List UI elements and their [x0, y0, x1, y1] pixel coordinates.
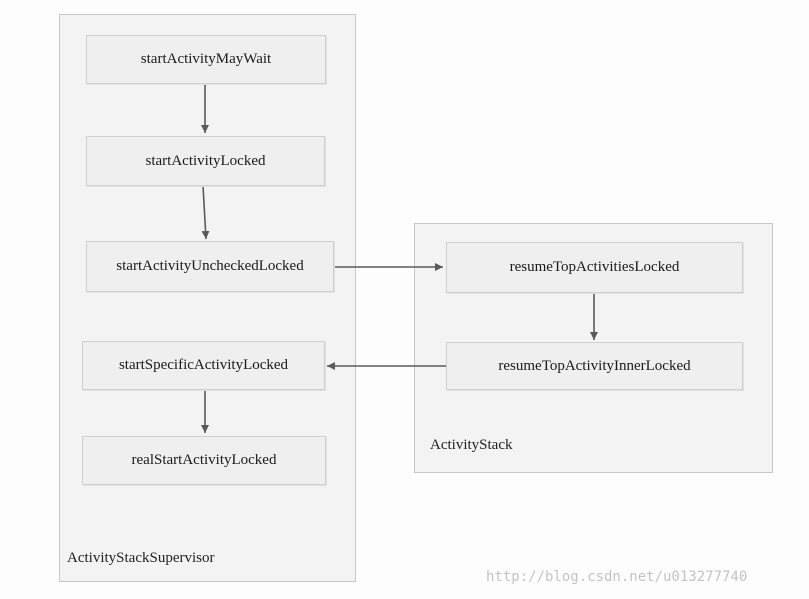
node-start-activity-unchecked-locked: startActivityUncheckedLocked: [86, 241, 334, 292]
watermark-url: http://blog.csdn.net/u013277740: [486, 569, 748, 585]
node-start-activity-locked: startActivityLocked: [86, 136, 325, 186]
node-resume-top-activity-inner-locked: resumeTopActivityInnerLocked: [446, 342, 743, 390]
container-label-stack: ActivityStack: [430, 437, 513, 453]
node-real-start-activity-locked: realStartActivityLocked: [82, 436, 326, 485]
edge-locked-to-unchecked: [201, 185, 210, 240]
container-activity-stack-supervisor: ActivityStackSupervisor: [59, 14, 356, 582]
node-resume-top-activities-locked: resumeTopActivitiesLocked: [446, 242, 743, 293]
container-label-supervisor: ActivityStackSupervisor: [67, 550, 215, 566]
node-start-specific-activity-locked: startSpecificActivityLocked: [82, 341, 325, 390]
node-start-activity-may-wait: startActivityMayWait: [86, 35, 326, 84]
